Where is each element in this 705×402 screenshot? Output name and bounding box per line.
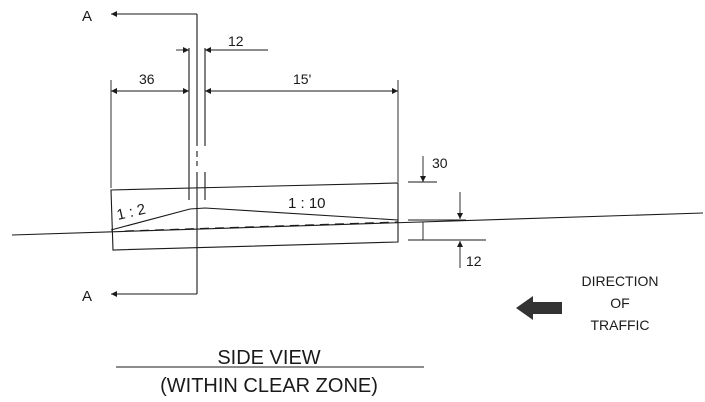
barrier-outline bbox=[110, 182, 399, 251]
caption-subtitle: (WITHIN CLEAR ZONE) bbox=[160, 375, 378, 397]
ground-line bbox=[11, 212, 704, 236]
direction-line1: DIRECTION bbox=[582, 273, 659, 289]
caption-title: SIDE VIEW bbox=[217, 347, 320, 369]
section-mark-bottom: A bbox=[82, 288, 92, 305]
slope-profile bbox=[110, 207, 399, 231]
traffic-direction-arrow-icon bbox=[516, 296, 562, 320]
dim-12b-label: 12 bbox=[466, 253, 482, 269]
direction-line2: OF bbox=[610, 295, 629, 311]
dim-12-label: 12 bbox=[228, 33, 244, 49]
slope-left-label: 1 : 2 bbox=[115, 201, 147, 224]
section-mark-top: A bbox=[82, 8, 92, 25]
dim-36-label: 36 bbox=[139, 71, 155, 87]
dim-15-label: 15' bbox=[293, 71, 311, 87]
slope-right-label: 1 : 10 bbox=[288, 195, 326, 212]
direction-line3: TRAFFIC bbox=[590, 317, 649, 333]
dim-30-label: 30 bbox=[432, 155, 448, 171]
hidden-line bbox=[124, 221, 399, 232]
